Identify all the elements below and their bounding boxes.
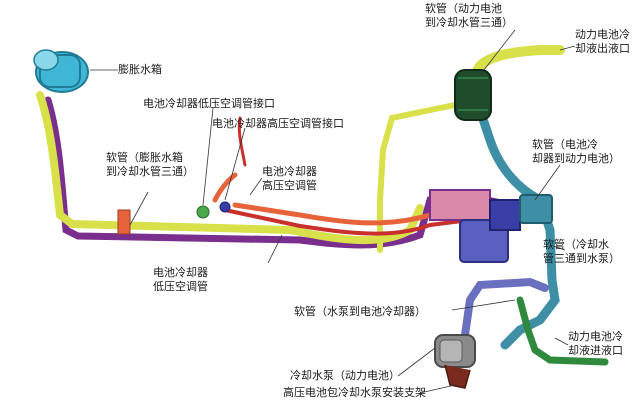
label-battery-coolant-in: 动力电池冷 却液进液口 [568,330,623,358]
coolant-tee [454,69,492,121]
label-chiller-high-pipe-line1: 电池冷却器 [262,165,317,178]
label-chiller-high-pipe: 电池冷却器 高压空调管 [262,165,317,193]
yellow-hose-battery-outlet [465,45,565,87]
teal-hose-to-pump [475,105,560,350]
low-pressure-connector [196,205,210,219]
purple-coolant-pipe [44,96,544,249]
label-hose-tank-tee-line2: 到冷却水管三通） [106,165,194,178]
label-battery-coolant-out-line1: 动力电池冷 [575,28,630,41]
label-hose-tee-pump-line1: 软管（冷却水 [543,238,609,251]
label-chiller-low-pipe: 电池冷却器 低压空调管 [153,266,208,294]
label-hose-battery-tee-line1: 软管（动力电池 [425,2,502,15]
yellow-hose-riser [377,101,463,253]
ac-low-pressure-pipe [223,208,472,236]
expansion-tank [33,49,89,93]
label-hose-chiller-battery: 软管（电池冷 却器到动力电池） [532,138,620,166]
label-hose-chiller-battery-line2: 却器到动力电池） [532,152,620,165]
label-hose-battery-tee: 软管（动力电池 到冷却水管三通） [425,2,513,30]
label-chiller-low-pipe-line1: 电池冷却器 [153,266,208,279]
leader-lines [90,29,576,394]
label-pump-bracket: 高压电池包冷却水泵安装支架 [283,386,426,399]
label-hose-tank-tee-line1: 软管（膨胀水箱 [106,151,183,164]
pipe-clip [117,209,131,235]
label-chiller-low-port: 电池冷却器低压空调管接口 [143,97,275,110]
label-hose-tee-pump: 软管（冷却水 管三通到水泵） [543,238,620,266]
label-battery-coolant-out-line2: 却液出液口 [575,42,630,55]
battery-chiller [429,189,553,263]
high-pressure-connector [219,201,231,213]
label-chiller-high-port: 电池冷却器高压空调管接口 [212,117,344,130]
label-chiller-low-pipe-line2: 低压空调管 [153,280,208,293]
label-battery-coolant-in-line2: 却液进液口 [568,344,623,357]
label-expansion-tank: 膨胀水箱 [118,63,162,76]
ac-high-pressure-pipe [212,172,473,226]
label-chiller-high-pipe-line2: 高压空调管 [262,179,317,192]
green-hose-pump-chiller [516,296,609,366]
label-hose-tee-pump-line2: 管三通到水泵） [543,252,620,265]
label-coolant-pump: 冷却水泵（动力电池） [290,369,400,382]
ac-low-pressure-riser [237,116,247,167]
label-hose-chiller-battery-line1: 软管（电池冷 [532,138,598,151]
coolant-pump [434,334,476,389]
label-hose-pump-chiller: 软管（水泵到电池冷却器） [294,305,426,318]
label-battery-coolant-in-line1: 动力电池冷 [568,330,623,343]
label-hose-tank-tee: 软管（膨胀水箱 到冷却水管三通） [106,151,194,179]
label-battery-coolant-out: 动力电池冷 却液出液口 [575,28,630,56]
label-hose-battery-tee-line2: 到冷却水管三通） [425,16,513,29]
